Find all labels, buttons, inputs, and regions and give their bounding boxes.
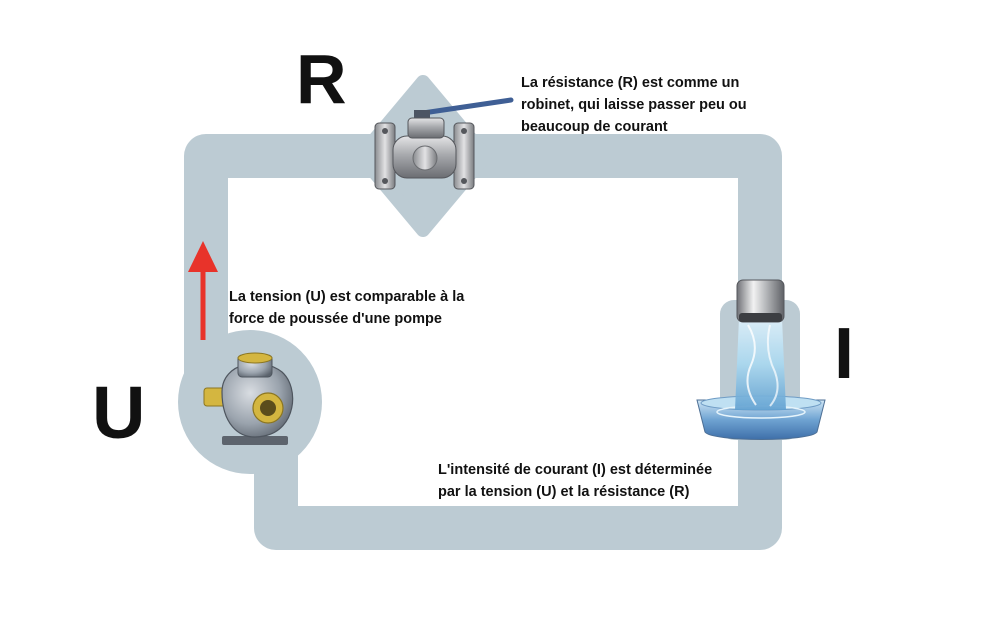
resistance-symbol: R <box>296 40 347 118</box>
voltage-caption-line: force de poussée d'une pompe <box>229 311 442 327</box>
current-caption: L'intensité de courant (I) est déterminé… <box>438 459 712 503</box>
voltage-symbol: U <box>92 371 146 454</box>
up-arrow-icon <box>188 241 218 340</box>
centrifugal-pump-icon <box>203 352 294 445</box>
current-caption-line: par la tension (U) et la résistance (R) <box>438 484 690 500</box>
resistance-caption-line: beaucoup de courant <box>521 119 668 135</box>
ball-valve-icon <box>374 97 514 190</box>
current-caption-line: L'intensité de courant (I) est déterminé… <box>438 462 713 478</box>
voltage-caption: La tension (U) est comparable à la force… <box>229 286 464 330</box>
faucet-water-flow-icon <box>696 279 826 440</box>
voltage-caption-line: La tension (U) est comparable à la <box>229 289 465 305</box>
resistance-caption-line: La résistance (R) est comme un <box>521 75 740 91</box>
resistance-caption: La résistance (R) est comme un robinet, … <box>521 72 747 138</box>
resistance-caption-line: robinet, qui laisse passer peu ou <box>521 97 747 113</box>
current-symbol: I <box>834 314 855 394</box>
